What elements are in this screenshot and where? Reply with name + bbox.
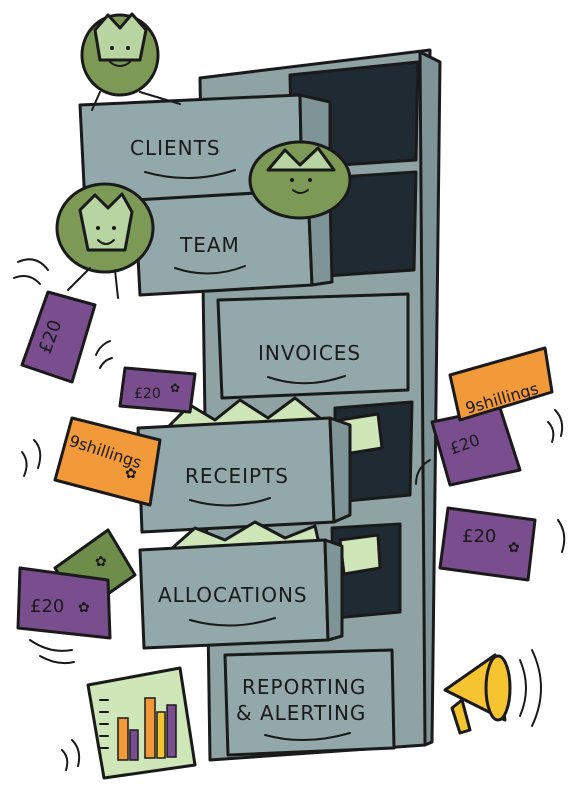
leaf-icon: ✿	[95, 554, 107, 570]
drawer-handle	[144, 169, 236, 179]
drawer-invoices[interactable]: INVOICES	[216, 292, 410, 400]
drawer-receipts[interactable]: RECEIPTS	[136, 396, 414, 534]
drawer-handle	[174, 265, 246, 275]
drawer-label-alerting: & ALERTING	[236, 701, 366, 725]
pound-small-label: £20	[134, 386, 161, 402]
drawer-team[interactable]: TEAM	[133, 188, 334, 297]
drawer-handle	[267, 375, 346, 385]
drawer-handle	[264, 732, 351, 741]
banknote-right: £20 ✿	[438, 506, 537, 582]
leaf-icon: ✿	[78, 600, 90, 616]
banknote-left-bottom: £20 ✿	[16, 566, 112, 640]
drawer-label-invoices: INVOICES	[258, 341, 361, 365]
banknote-tag-left: £20	[20, 290, 97, 384]
drawer-allocations[interactable]: ALLOCATIONS	[138, 520, 402, 650]
drawer-handle	[189, 617, 276, 627]
drawer-label-allocations: ALLOCATIONS	[158, 583, 308, 607]
artichoke-character-peeking	[248, 140, 352, 220]
drawer-label-clients: CLIENTS	[130, 136, 221, 160]
banknote-right-top: £20	[430, 406, 522, 487]
motion-lines	[13, 258, 566, 771]
artichoke-character-left	[55, 182, 155, 299]
drawer-label-reporting: REPORTING	[242, 675, 366, 699]
leaf-icon: ✿	[508, 540, 520, 556]
artichoke-character-top	[80, 12, 181, 111]
drawer-reporting-alerting[interactable]: REPORTING & ALERTING	[223, 648, 396, 757]
megaphone-icon	[443, 649, 542, 735]
pound-left-label: £20	[30, 596, 64, 617]
pound-right-label: £20	[462, 526, 496, 547]
drawer-handle	[189, 497, 271, 507]
leaf-icon: ✿	[170, 381, 180, 395]
drawer-label-receipts: RECEIPTS	[185, 464, 289, 488]
leaf-icon: ✿	[125, 466, 137, 482]
drawer-label-team: TEAM	[179, 233, 240, 257]
shillings-note-left: 9shillings ✿	[53, 416, 162, 507]
report-chart-sheet	[86, 666, 197, 780]
banknote-small: £20 ✿	[118, 366, 197, 414]
